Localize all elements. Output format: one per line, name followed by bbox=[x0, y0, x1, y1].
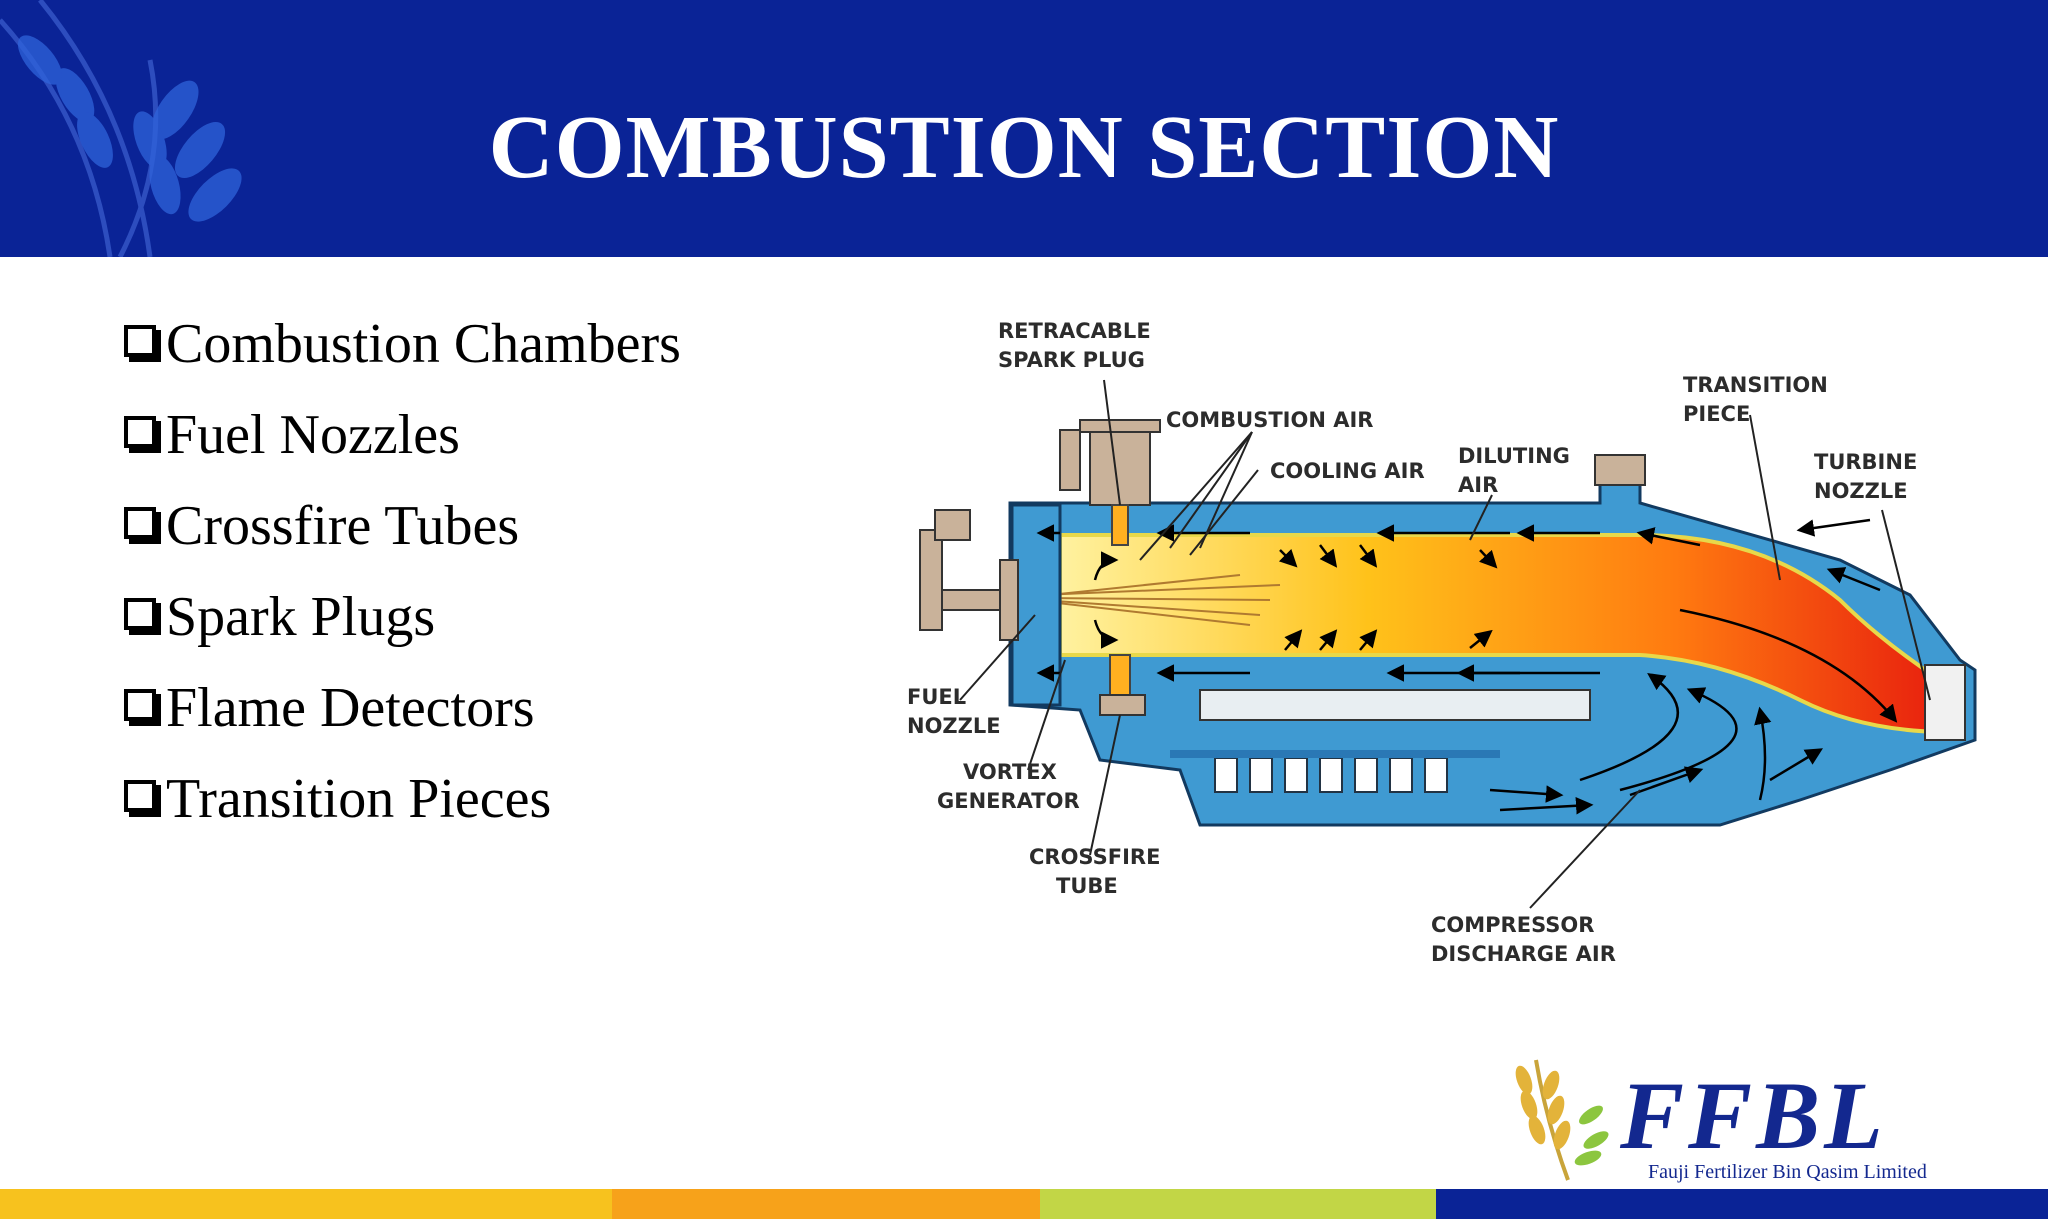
label-combustion-air: COMBUSTION AIR bbox=[1166, 408, 1373, 432]
footer-segment bbox=[0, 1189, 612, 1219]
front-cap bbox=[1010, 503, 1062, 707]
lower-casing bbox=[1199, 689, 1591, 721]
checkbox-bullet-icon bbox=[124, 415, 156, 448]
slide-title: COMBUSTION SECTION bbox=[488, 98, 1560, 197]
spark-plug-housing bbox=[1089, 429, 1151, 506]
header-banner: COMBUSTION SECTION bbox=[0, 0, 2048, 257]
combustion-chamber-diagram: RETRACABLE SPARK PLUG COMBUSTION AIR COO… bbox=[907, 319, 1977, 966]
bullet-item: Flame Detectors bbox=[124, 662, 681, 753]
ffbl-logo: FFBL Fauji Fertilizer Bin Qasim Limited bbox=[1515, 1059, 1927, 1183]
bullet-text: Flame Detectors bbox=[166, 676, 535, 739]
wheat-decoration-icon bbox=[0, 0, 242, 257]
bullet-item: Spark Plugs bbox=[124, 571, 681, 662]
checkbox-bullet-icon bbox=[124, 324, 156, 357]
label-compressor-discharge-air: COMPRESSOR DISCHARGE AIR bbox=[1431, 913, 1616, 966]
checkbox-bullet-icon bbox=[124, 506, 156, 539]
label-cooling-air: COOLING AIR bbox=[1270, 459, 1425, 483]
footer-segment bbox=[1040, 1189, 1436, 1219]
label-turbine-nozzle: TURBINE NOZZLE bbox=[1814, 450, 1925, 503]
leader-lines bbox=[959, 379, 1931, 909]
crossfire-tube bbox=[1109, 654, 1131, 696]
footer-segment bbox=[612, 1189, 1040, 1219]
fuel-spray bbox=[1039, 574, 1281, 626]
bullet-text: Fuel Nozzles bbox=[166, 403, 460, 466]
logo-wordmark: FFBL bbox=[1619, 1062, 1887, 1169]
label-crossfire-tube: CROSSFIRE TUBE bbox=[1029, 845, 1168, 898]
bullet-text: Combustion Chambers bbox=[166, 312, 681, 375]
checkbox-bullet-icon bbox=[124, 597, 156, 630]
bullet-item: Fuel Nozzles bbox=[124, 389, 681, 480]
bullet-item: Combustion Chambers bbox=[124, 298, 681, 389]
casing-ribs bbox=[1214, 757, 1448, 793]
label-transition-piece: TRANSITION PIECE bbox=[1683, 373, 1835, 426]
air-flow-arrows bbox=[1036, 518, 1898, 815]
label-vortex-generator: VORTEX GENERATOR bbox=[937, 760, 1080, 813]
bullet-item: Crossfire Tubes bbox=[124, 480, 681, 571]
logo-tagline: Fauji Fertilizer Bin Qasim Limited bbox=[1648, 1161, 1927, 1183]
footer-color-bar bbox=[0, 1189, 2048, 1219]
wheat-logo-icon bbox=[1515, 1059, 1609, 1181]
bullet-text: Transition Pieces bbox=[166, 767, 552, 830]
checkbox-bullet-icon bbox=[124, 688, 156, 721]
label-fuel-nozzle: FUEL NOZZLE bbox=[907, 685, 1001, 738]
checkbox-bullet-icon bbox=[124, 779, 156, 812]
label-retracable-spark-plug: RETRACABLE SPARK PLUG bbox=[998, 319, 1158, 372]
bullet-list: Combustion Chambers Fuel Nozzles Crossfi… bbox=[124, 298, 681, 844]
footer-segment bbox=[1436, 1189, 2048, 1219]
label-diluting-air: DILUTING AIR bbox=[1458, 444, 1577, 497]
bullet-item: Transition Pieces bbox=[124, 753, 681, 844]
bullet-text: Spark Plugs bbox=[166, 585, 436, 648]
bullet-text: Crossfire Tubes bbox=[166, 494, 520, 557]
